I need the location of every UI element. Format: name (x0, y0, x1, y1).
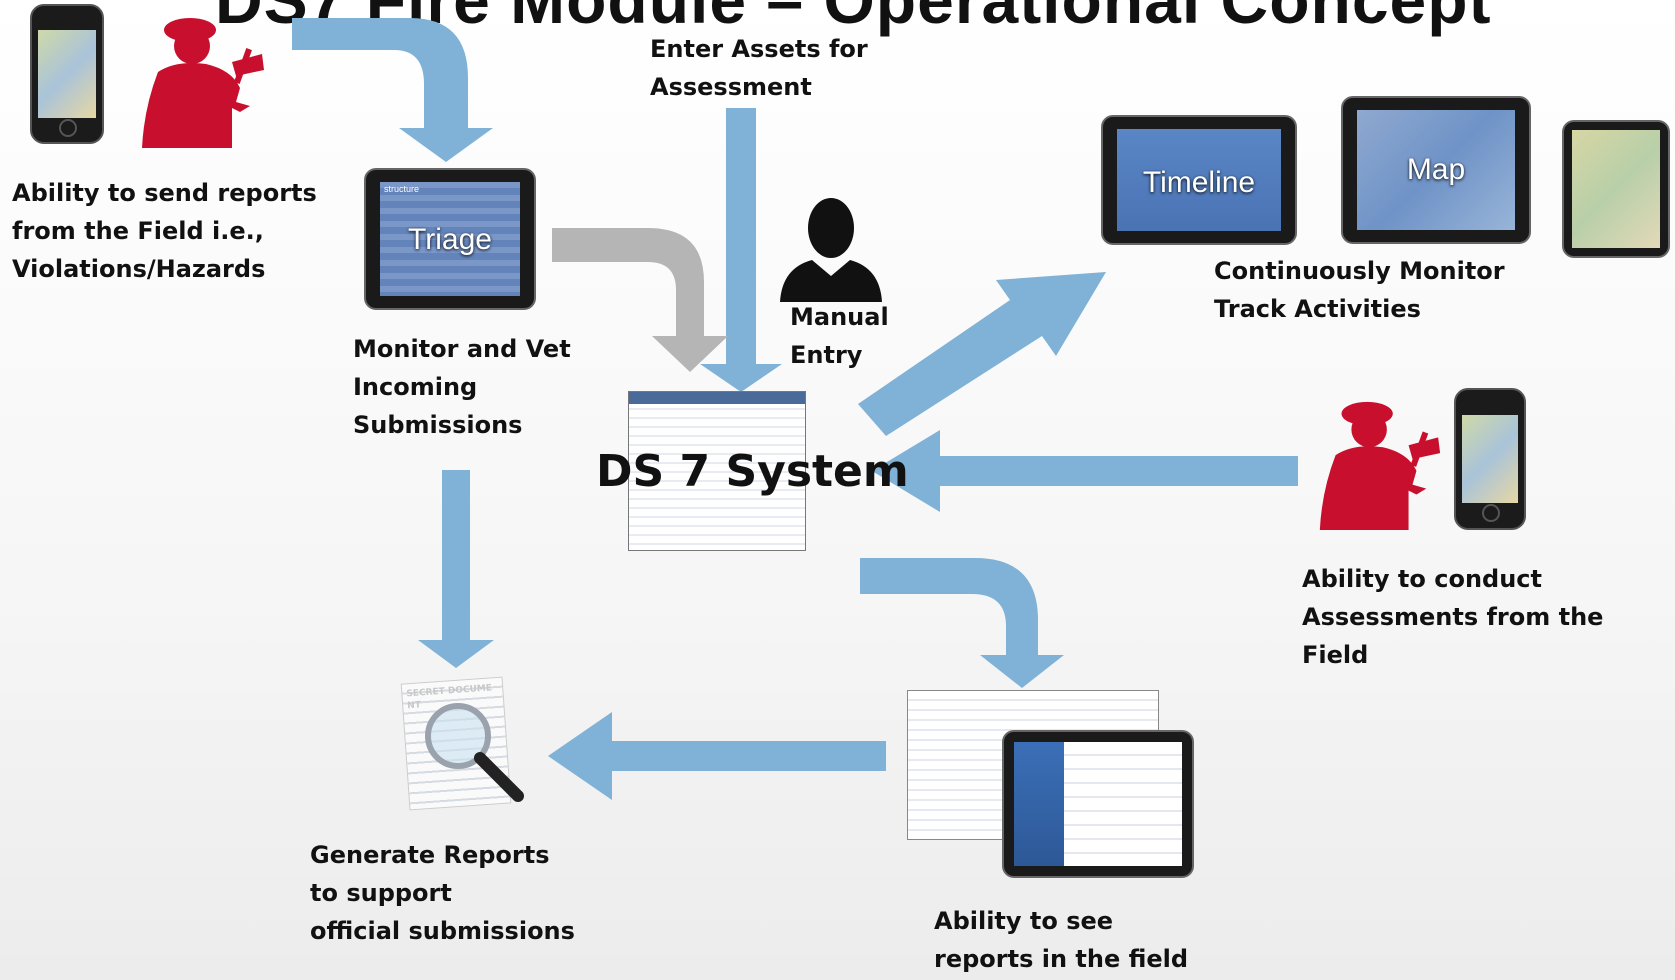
arrow-field-to-system (872, 430, 1298, 512)
caption-monitor-vet: Monitor and Vet Incoming Submissions (353, 335, 571, 439)
reports-tablet (1002, 730, 1194, 878)
arrow-field-to-triage (292, 18, 493, 162)
timeline-tablet: Timeline (1101, 115, 1297, 245)
caption-enter-assets: Enter Assets for Assessment (650, 35, 868, 101)
map-tablet: Map (1341, 96, 1531, 244)
caption-send-reports: Ability to send reports from the Field i… (12, 179, 317, 283)
phone-icon (1454, 388, 1526, 530)
arrow-field-reports-to-generate (548, 712, 886, 800)
magnifier-icon (425, 703, 524, 802)
arrow-system-to-monitor (858, 272, 1106, 436)
arrow-monitor-to-reports (418, 470, 494, 668)
caption-continuously-monitor: Continuously Monitor Track Activities (1214, 257, 1505, 323)
map-label: Map (1406, 153, 1466, 187)
triage-label: Triage (408, 223, 492, 257)
arrow-triage-to-system (552, 228, 728, 372)
caption-generate-reports: Generate Reports to support official sub… (310, 841, 575, 945)
timeline-label: Timeline (1142, 165, 1256, 199)
triage-list-header: structure (384, 184, 420, 194)
ds7-system-screen (628, 391, 806, 551)
triage-tablet: structure Triage (364, 168, 536, 310)
caption-manual-entry: Manual Entry (790, 303, 889, 369)
arrow-system-to-field-reports (860, 558, 1064, 688)
person-icon (780, 198, 882, 302)
caption-conduct-assessments: Ability to conduct Assessments from the … (1302, 565, 1604, 669)
arrow-assets-to-system (700, 108, 782, 392)
caption-see-reports: Ability to see reports in the field (934, 907, 1189, 973)
map-tablet-small (1562, 120, 1670, 258)
phone-icon (30, 4, 104, 144)
firefighter-icon (1319, 401, 1441, 530)
ds7-system-label: DS 7 System (596, 446, 909, 497)
firefighter-icon (142, 18, 264, 148)
